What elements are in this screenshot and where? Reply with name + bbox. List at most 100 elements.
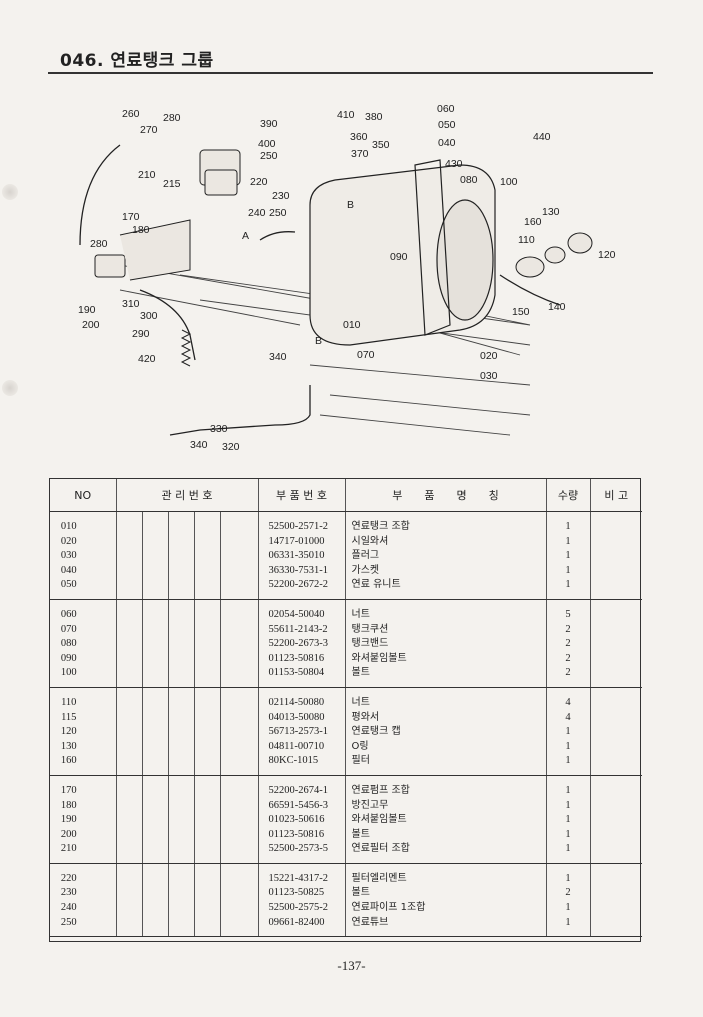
cell-part-name: 연료파이프 1조합 bbox=[344, 901, 546, 916]
callout-label: 070 bbox=[357, 349, 375, 361]
cell-mgmt-4 bbox=[193, 725, 220, 740]
cell-mgmt-1 bbox=[115, 687, 142, 711]
cell-mgmt-2 bbox=[141, 637, 168, 652]
cell-note bbox=[589, 578, 642, 600]
cell-no: 180 bbox=[60, 799, 77, 811]
cell-mgmt-4 bbox=[193, 666, 220, 688]
callout-label: 440 bbox=[533, 131, 551, 143]
callout-label: 340 bbox=[269, 351, 287, 363]
table-header-row: NO 관 리 번 호 부 품 번 호 부 품 명 칭 수량 비 고 bbox=[50, 479, 642, 512]
cell-mgmt-2 bbox=[141, 775, 168, 799]
cell-mgmt-3 bbox=[167, 710, 194, 726]
callout-label: 250 bbox=[269, 207, 287, 219]
cell-note bbox=[589, 549, 642, 564]
cell-part-number: 52500-2575-2 bbox=[257, 901, 345, 916]
cell-quantity: 1 bbox=[545, 578, 590, 600]
cell-no: 020 bbox=[60, 535, 77, 547]
cell-note bbox=[589, 651, 642, 667]
cell-quantity: 1 bbox=[545, 827, 590, 843]
cell-mgmt-3 bbox=[167, 549, 194, 564]
cell-mgmt-2 bbox=[141, 563, 168, 579]
cell-mgmt-2 bbox=[141, 651, 168, 667]
cell-no: 240 bbox=[60, 902, 77, 914]
cell-quantity: 1 bbox=[545, 511, 590, 535]
cell-mgmt-5 bbox=[219, 549, 258, 564]
callout-label: 090 bbox=[390, 251, 408, 263]
cell-part-name: 와셔붙임볼트 bbox=[344, 813, 546, 828]
cell-note bbox=[589, 622, 642, 638]
callout-label: B bbox=[315, 335, 322, 347]
header-no: NO bbox=[50, 479, 116, 512]
cell-no: 090 bbox=[60, 652, 77, 664]
cell-mgmt-4 bbox=[193, 754, 220, 776]
cell-part-name: 너트 bbox=[344, 599, 546, 623]
cell-part-number: 52200-2674-1 bbox=[257, 775, 345, 799]
callout-label: 215 bbox=[163, 178, 181, 190]
cell-mgmt-2 bbox=[141, 842, 168, 864]
cell-mgmt-1 bbox=[115, 549, 142, 564]
cell-mgmt-2 bbox=[141, 687, 168, 711]
cell-note bbox=[589, 511, 642, 535]
cell-note bbox=[589, 775, 642, 799]
cell-no: 050 bbox=[50, 578, 116, 600]
cell-quantity: 2 bbox=[545, 622, 590, 638]
cell-no: 115 bbox=[61, 711, 77, 723]
cell-mgmt-1 bbox=[115, 725, 142, 740]
cell-mgmt-5 bbox=[219, 813, 258, 828]
cell-no: 080 bbox=[60, 638, 77, 650]
cell-mgmt-1 bbox=[115, 842, 142, 864]
cell-part-name: 방진고무 bbox=[344, 798, 546, 814]
cell-mgmt-2 bbox=[141, 599, 168, 623]
cell-part-name: 볼트 bbox=[344, 666, 546, 688]
cell-mgmt-3 bbox=[167, 886, 194, 902]
cell-mgmt-1 bbox=[115, 754, 142, 776]
cell-quantity: 1 bbox=[545, 842, 590, 864]
cell-mgmt-5 bbox=[219, 739, 258, 755]
fuel-lines bbox=[79, 144, 561, 436]
cell-note bbox=[589, 754, 642, 776]
callout-label: 430 bbox=[445, 158, 463, 170]
callout-label: A bbox=[242, 230, 249, 242]
cell-mgmt-3 bbox=[167, 666, 194, 688]
cell-quantity: 1 bbox=[545, 563, 590, 579]
cell-no: 160 bbox=[50, 754, 116, 776]
cell-mgmt-5 bbox=[219, 863, 258, 887]
cell-mgmt-5 bbox=[219, 842, 258, 864]
cell-mgmt-5 bbox=[219, 915, 258, 938]
cell-mgmt-4 bbox=[193, 886, 220, 902]
callout-label: 230 bbox=[272, 190, 290, 202]
callout-label: 300 bbox=[140, 310, 158, 322]
callout-label: 240 bbox=[248, 207, 266, 219]
cell-mgmt-2 bbox=[141, 915, 168, 938]
callout-label: 030 bbox=[480, 370, 498, 382]
cell-part-name: 필터 bbox=[344, 754, 546, 776]
cell-mgmt-5 bbox=[219, 827, 258, 843]
cell-mgmt-1 bbox=[115, 651, 142, 667]
cell-mgmt-1 bbox=[115, 863, 142, 887]
cell-quantity: 1 bbox=[545, 725, 590, 740]
cell-part-name: 연료필터 조합 bbox=[344, 842, 546, 864]
cell-no: 100 bbox=[50, 666, 116, 688]
cell-mgmt-3 bbox=[167, 842, 194, 864]
header-part-name: 부 품 명 칭 bbox=[344, 479, 546, 512]
cell-part-number: 04013-50080 bbox=[257, 710, 345, 726]
callout-label: 210 bbox=[138, 169, 156, 181]
callout-label: 320 bbox=[222, 441, 240, 453]
cell-quantity: 1 bbox=[545, 813, 590, 828]
cell-mgmt-3 bbox=[167, 901, 194, 916]
cell-mgmt-5 bbox=[219, 534, 258, 550]
cell-mgmt-4 bbox=[193, 775, 220, 799]
cell-mgmt-5 bbox=[219, 599, 258, 623]
cell-note bbox=[589, 886, 642, 902]
callout-label: 350 bbox=[372, 139, 390, 151]
cell-part-number: 02054-50040 bbox=[257, 599, 345, 623]
